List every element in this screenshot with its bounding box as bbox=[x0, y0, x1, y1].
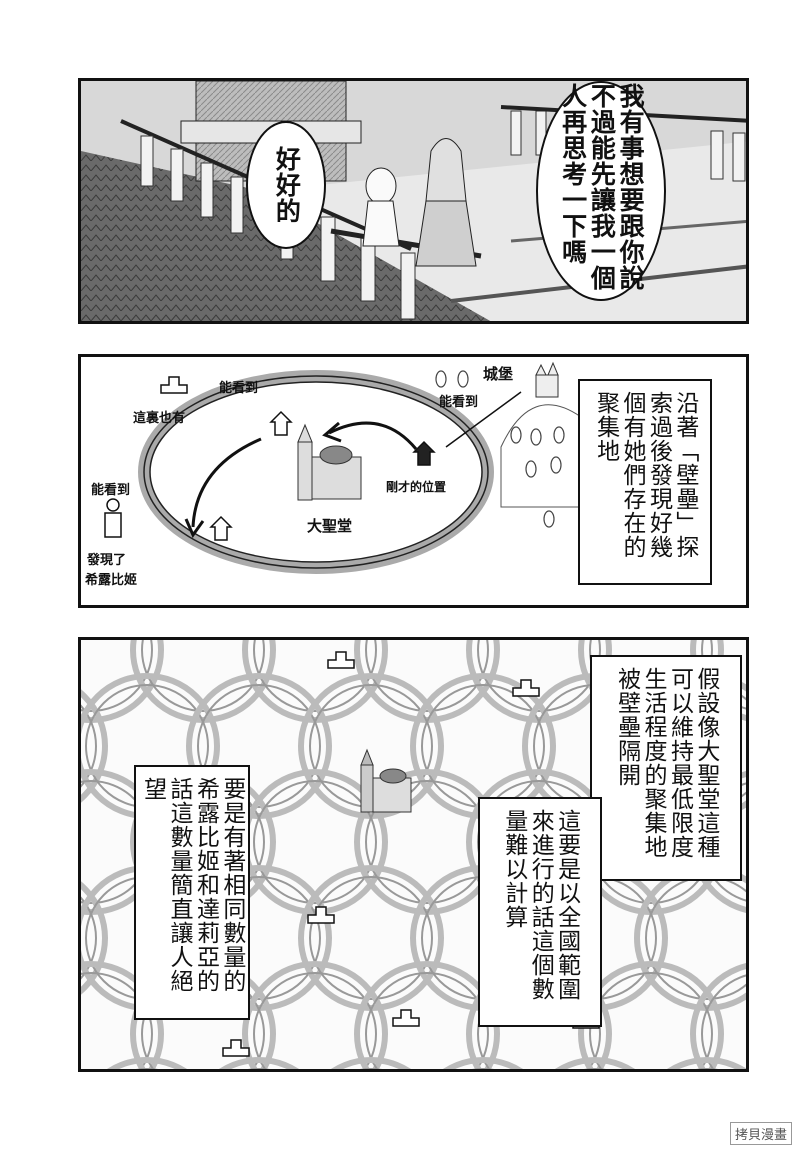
building-marker bbox=[327, 651, 355, 669]
building-marker bbox=[222, 1039, 250, 1057]
narration-box-3: 要是有著相同數量的希露比姬和達莉亞的話這數量簡直讓人絕望 bbox=[134, 765, 250, 1020]
speech-bubble-right: 我有事想要跟你說不過能先讓我一個人再思考一下嗎 bbox=[536, 81, 666, 301]
map-illustration bbox=[104, 361, 582, 574]
narration-text-2: 這要是以全國範圍來進行的話這個數量難以計算 bbox=[500, 809, 580, 1001]
panel-circles: 假設像大聖堂這種可以維持最低限度生活程度的聚集地被壁壘隔開 這要是以全國範圍來進… bbox=[78, 637, 749, 1072]
building-marker bbox=[307, 906, 335, 924]
building-marker bbox=[392, 1009, 420, 1027]
building-marker bbox=[512, 679, 540, 697]
label-castle: 城堡 bbox=[483, 365, 514, 383]
label-name: 希露比姬 bbox=[85, 573, 138, 588]
panel-map: 城堡 能看到 能看到 這裏也有 能看到 發現了 希露比姬 大聖堂 剛才的位置 沿… bbox=[78, 354, 749, 608]
label-found: 發現了 bbox=[87, 553, 127, 568]
label-here-too: 這裏也有 bbox=[133, 411, 186, 426]
narration-box-map: 沿著「壁壘」探索過後發現好幾個有她們存在的聚集地 bbox=[578, 379, 712, 585]
cathedral-icon bbox=[360, 748, 412, 813]
narration-text-1: 假設像大聖堂這種可以維持最低限度生活程度的聚集地被壁壘隔開 bbox=[613, 667, 719, 859]
label-can-see-top-left: 能看到 bbox=[219, 381, 259, 396]
narration-text-3: 要是有著相同數量的希露比姬和達莉亞的話這數量簡直讓人絕望 bbox=[139, 777, 245, 993]
label-can-see-top-right: 能看到 bbox=[439, 395, 479, 410]
label-cathedral: 大聖堂 bbox=[307, 517, 353, 535]
narration-box-2: 這要是以全國範圍來進行的話這個數量難以計算 bbox=[478, 797, 602, 1027]
speech-bubble-left: 好好的 bbox=[246, 121, 326, 249]
label-previous-location: 剛才的位置 bbox=[386, 480, 447, 494]
narration-text-map: 沿著「壁壘」探索過後發現好幾個有她們存在的聚集地 bbox=[592, 391, 698, 559]
label-can-see-left: 能看到 bbox=[91, 483, 131, 498]
speech-text-left: 好好的 bbox=[272, 146, 302, 224]
panel-balcony: 我有事想要跟你說不過能先讓我一個人再思考一下嗎 好好的 bbox=[78, 78, 749, 324]
watermark: 拷貝漫畫 bbox=[729, 1122, 792, 1145]
speech-text-right: 我有事想要跟你說不過能先讓我一個人再思考一下嗎 bbox=[558, 83, 646, 291]
narration-box-1: 假設像大聖堂這種可以維持最低限度生活程度的聚集地被壁壘隔開 bbox=[590, 655, 742, 881]
